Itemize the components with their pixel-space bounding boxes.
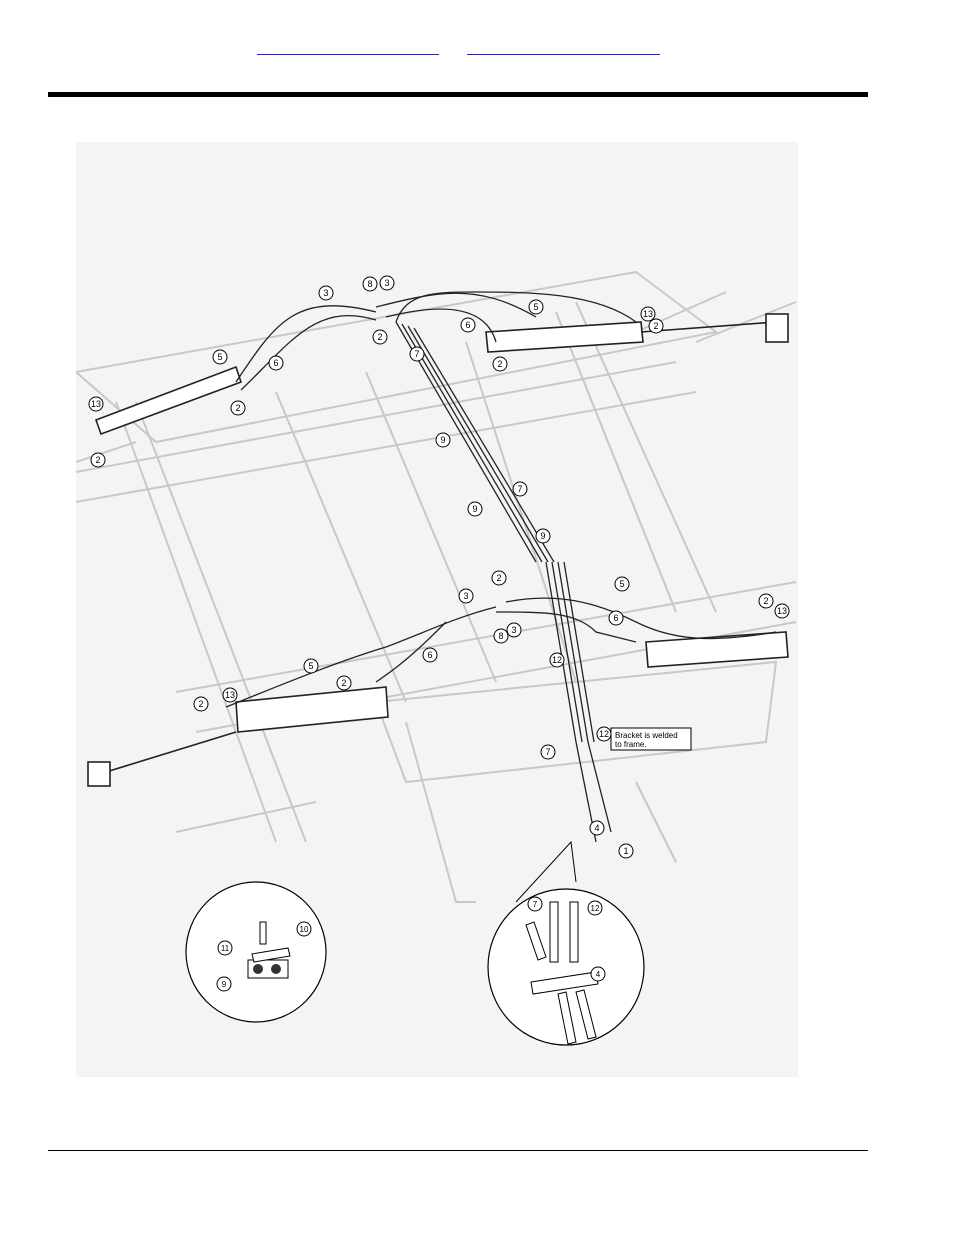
svg-text:12: 12 bbox=[599, 729, 609, 739]
callout-2-a: 2 bbox=[373, 330, 387, 344]
svg-text:7: 7 bbox=[533, 900, 538, 909]
svg-text:12: 12 bbox=[552, 655, 562, 665]
svg-text:9: 9 bbox=[540, 531, 545, 541]
svg-text:9: 9 bbox=[222, 980, 227, 989]
svg-text:3: 3 bbox=[323, 288, 328, 298]
callout-13-d: 13 bbox=[223, 688, 237, 702]
callout-6-b: 6 bbox=[269, 356, 283, 370]
callout-6-d: 6 bbox=[423, 648, 437, 662]
callout-2-f: 2 bbox=[492, 571, 506, 585]
callout-7-b: 7 bbox=[513, 482, 527, 496]
callout-5-d: 5 bbox=[304, 659, 318, 673]
callout-12-a: 12 bbox=[550, 653, 564, 667]
svg-text:11: 11 bbox=[221, 944, 230, 953]
svg-text:13: 13 bbox=[225, 690, 235, 700]
bracket-note: Bracket is welded to frame. bbox=[611, 728, 691, 750]
callout-2-g: 2 bbox=[759, 594, 773, 608]
svg-text:2: 2 bbox=[496, 573, 501, 583]
svg-text:8: 8 bbox=[498, 631, 503, 641]
header-rule bbox=[48, 92, 868, 97]
hydraulic-diagram: 3 8 3 2 5 6 7 13 2 2 5 6 2 13 2 9 9 7 9 … bbox=[76, 142, 798, 1077]
svg-text:8: 8 bbox=[367, 279, 372, 289]
callout-3-c: 3 bbox=[459, 589, 473, 603]
svg-text:7: 7 bbox=[414, 349, 419, 359]
svg-text:6: 6 bbox=[273, 358, 278, 368]
callout-3-b: 3 bbox=[380, 276, 394, 290]
callout-10: 10 bbox=[297, 922, 311, 936]
callout-9-c: 9 bbox=[536, 529, 550, 543]
callout-8-a: 8 bbox=[363, 277, 377, 291]
svg-text:2: 2 bbox=[653, 321, 658, 331]
svg-text:13: 13 bbox=[91, 399, 101, 409]
svg-text:13: 13 bbox=[777, 606, 787, 616]
callout-8-b: 8 bbox=[494, 629, 508, 643]
svg-text:12: 12 bbox=[591, 904, 600, 913]
callout-13-c: 13 bbox=[775, 604, 789, 618]
callout-6-a: 6 bbox=[461, 318, 475, 332]
svg-text:9: 9 bbox=[440, 435, 445, 445]
svg-text:5: 5 bbox=[619, 579, 624, 589]
svg-text:6: 6 bbox=[613, 613, 618, 623]
callout-9-a: 9 bbox=[436, 433, 450, 447]
svg-text:2: 2 bbox=[377, 332, 382, 342]
footer-rule bbox=[48, 1150, 868, 1151]
svg-text:2: 2 bbox=[198, 699, 203, 709]
callout-13-a: 13 bbox=[641, 307, 655, 321]
callout-9-b: 9 bbox=[468, 502, 482, 516]
callout-5-b: 5 bbox=[213, 350, 227, 364]
svg-text:9: 9 bbox=[472, 504, 477, 514]
svg-text:3: 3 bbox=[463, 591, 468, 601]
hydraulic-diagram-svg: 3 8 3 2 5 6 7 13 2 2 5 6 2 13 2 9 9 7 9 … bbox=[76, 142, 798, 1077]
frame-structure bbox=[76, 272, 796, 902]
callout-2-c: 2 bbox=[493, 357, 507, 371]
callout-4-a: 4 bbox=[590, 821, 604, 835]
callout-2-e: 2 bbox=[91, 453, 105, 467]
header-link-2[interactable] bbox=[467, 38, 660, 55]
svg-text:7: 7 bbox=[545, 747, 550, 757]
callout-6-c: 6 bbox=[609, 611, 623, 625]
svg-text:3: 3 bbox=[384, 278, 389, 288]
callout-12-b: 12 bbox=[597, 727, 611, 741]
callout-2-h: 2 bbox=[337, 676, 351, 690]
svg-text:2: 2 bbox=[763, 596, 768, 606]
svg-text:2: 2 bbox=[235, 403, 240, 413]
svg-text:5: 5 bbox=[308, 661, 313, 671]
callout-5-a: 5 bbox=[529, 300, 543, 314]
detail-clamp: 11 10 9 bbox=[186, 882, 326, 1022]
callout-3-d: 3 bbox=[507, 623, 521, 637]
svg-text:6: 6 bbox=[465, 320, 470, 330]
detail-bracket: 7 12 4 bbox=[488, 842, 644, 1045]
svg-text:13: 13 bbox=[643, 309, 653, 319]
bracket-note-line-1: Bracket is welded bbox=[615, 731, 678, 740]
callout-2-b: 2 bbox=[649, 319, 663, 333]
callout-1-a: 1 bbox=[619, 844, 633, 858]
svg-text:6: 6 bbox=[427, 650, 432, 660]
callout-labels: 3 8 3 2 5 6 7 13 2 2 5 6 2 13 2 9 9 7 9 … bbox=[89, 276, 789, 858]
svg-text:10: 10 bbox=[300, 925, 309, 934]
svg-text:2: 2 bbox=[497, 359, 502, 369]
callout-12-c: 12 bbox=[588, 901, 602, 915]
svg-text:4: 4 bbox=[596, 970, 601, 979]
svg-text:2: 2 bbox=[95, 455, 100, 465]
callout-3-a: 3 bbox=[319, 286, 333, 300]
svg-text:1: 1 bbox=[623, 846, 628, 856]
header-link-1[interactable] bbox=[257, 38, 439, 55]
callout-2-i: 2 bbox=[194, 697, 208, 711]
callout-5-c: 5 bbox=[615, 577, 629, 591]
callout-13-b: 13 bbox=[89, 397, 103, 411]
svg-text:5: 5 bbox=[533, 302, 538, 312]
svg-text:3: 3 bbox=[511, 625, 516, 635]
bracket-note-line-2: to frame. bbox=[615, 740, 647, 749]
svg-text:2: 2 bbox=[341, 678, 346, 688]
svg-text:4: 4 bbox=[594, 823, 599, 833]
callout-7-a: 7 bbox=[410, 347, 424, 361]
callout-7-d: 7 bbox=[528, 897, 542, 911]
callout-4-b: 4 bbox=[591, 967, 605, 981]
svg-text:7: 7 bbox=[517, 484, 522, 494]
callout-11: 11 bbox=[218, 941, 232, 955]
svg-text:5: 5 bbox=[217, 352, 222, 362]
callout-7-c: 7 bbox=[541, 745, 555, 759]
callout-9-d: 9 bbox=[217, 977, 231, 991]
callout-2-d: 2 bbox=[231, 401, 245, 415]
